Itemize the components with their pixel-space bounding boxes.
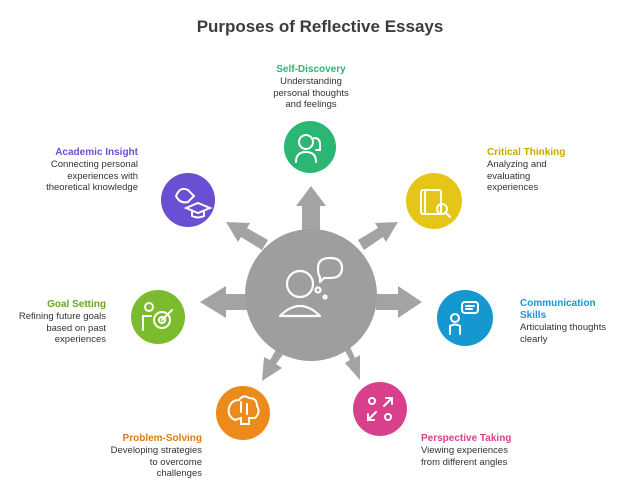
label-problem-solving-desc: Developing strategies to overcome challe… [110, 445, 202, 479]
label-critical-thinking-desc: Analyzing and evaluating experiences [487, 159, 547, 193]
label-perspective-title: Perspective Taking [421, 433, 512, 444]
arrow-upper-right [358, 222, 398, 250]
arrow-up [296, 186, 326, 230]
label-perspective-desc: Viewing experiences from different angle… [421, 445, 508, 468]
label-communication-title: Communication Skills [520, 298, 596, 321]
brain-lightbulb-icon [227, 395, 260, 425]
label-critical-thinking-title: Critical Thinking [487, 147, 566, 158]
arrows [200, 186, 422, 381]
arrows-diverge-icon [367, 397, 393, 421]
node-critical-thinking-circle [406, 173, 462, 229]
label-goal-setting: Goal Setting Refining future goals based… [4, 299, 106, 346]
arrow-right [376, 286, 422, 318]
label-self-discovery-desc: Understanding personal thoughts and feel… [273, 76, 349, 110]
label-critical-thinking: Critical Thinking Analyzing and evaluati… [487, 147, 607, 194]
book-magnifier-icon [420, 189, 451, 218]
diagram-title: Purposes of Reflective Essays [196, 17, 444, 36]
label-academic-insight-title: Academic Insight [55, 147, 138, 158]
hub-circle [245, 229, 377, 361]
label-goal-setting-desc: Refining future goals based on past expe… [18, 311, 106, 345]
label-problem-solving-title: Problem-Solving [122, 433, 202, 444]
label-academic-insight: Academic Insight Connecting personal exp… [22, 147, 138, 194]
label-problem-solving: Problem-Solving Developing strategies to… [90, 433, 202, 480]
node-problem-solving-circle [216, 386, 270, 440]
label-self-discovery: Self-Discovery Understanding personal th… [255, 64, 367, 111]
label-perspective: Perspective Taking Viewing experiences f… [421, 433, 541, 468]
label-goal-setting-title: Goal Setting [47, 299, 106, 310]
person-speech-icon [449, 301, 479, 335]
label-self-discovery-title: Self-Discovery [276, 64, 346, 75]
label-academic-insight-desc: Connecting personal experiences with the… [46, 159, 138, 193]
arrow-left [200, 286, 250, 318]
node-self-discovery-circle [284, 121, 336, 173]
thinking-person-icon [278, 256, 344, 318]
person-target-icon [142, 302, 173, 331]
node-academic-insight-circle [161, 173, 215, 227]
person-head-icon [295, 134, 321, 163]
node-goal-setting-circle [131, 290, 185, 344]
node-perspective-circle [353, 382, 407, 436]
label-communication-desc: Articulating thoughts clearly [520, 322, 607, 345]
label-communication: Communication Skills Articulating though… [520, 298, 630, 345]
graduation-cap-icon [174, 187, 213, 219]
node-communication-circle [437, 290, 493, 346]
arrow-upper-left [226, 222, 268, 250]
